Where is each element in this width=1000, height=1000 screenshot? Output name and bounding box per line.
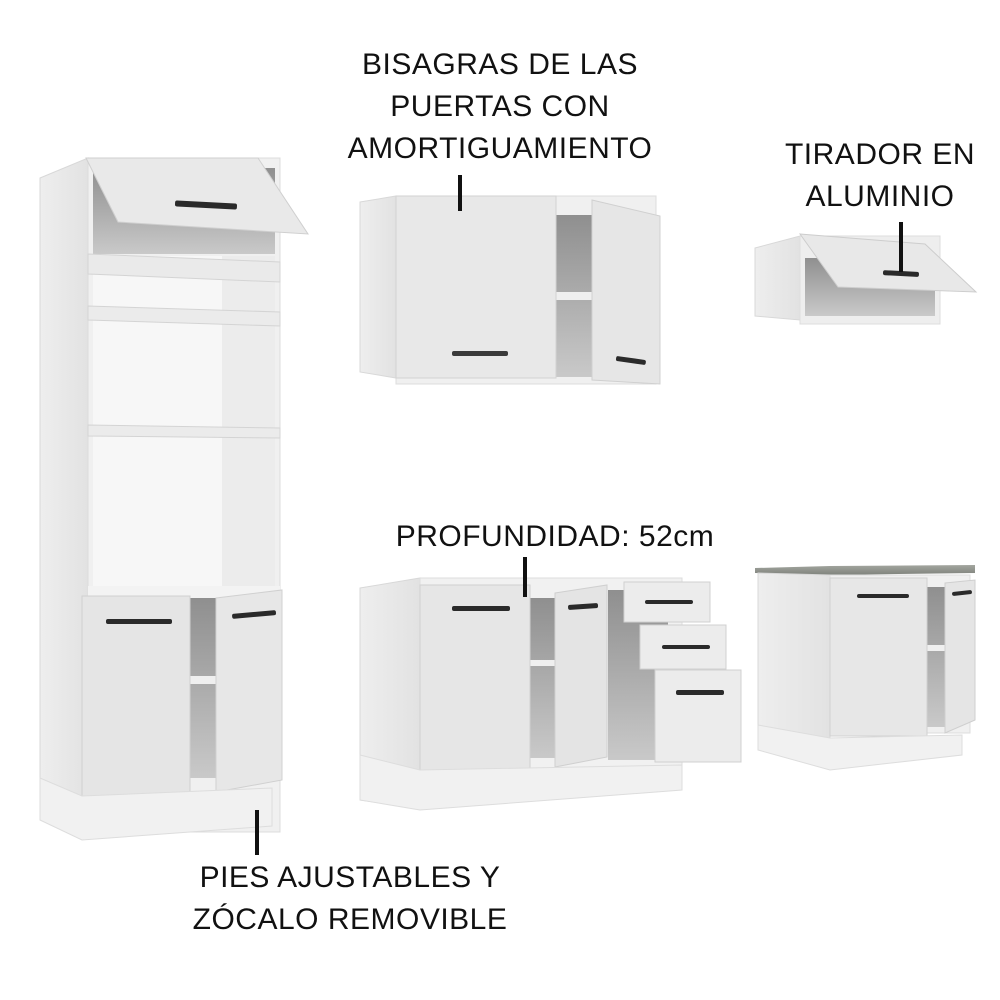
feet-leader-line [255, 810, 259, 855]
depth-callout-line-1: PROFUNDIDAD: 52cm [395, 520, 715, 553]
base-cabinet-doors-drawers [359, 577, 742, 811]
depth-callout-label: PROFUNDIDAD: 52cm [380, 516, 730, 558]
wall-cabinet-two-doors [359, 195, 661, 385]
hinges-leader-line [458, 175, 462, 211]
feet-callout-line-2: ZÓCALO REMOVIBLE [192, 903, 508, 936]
hinges-callout-label: BISAGRAS DE LAS PUERTAS CON AMORTIGUAMIE… [320, 44, 680, 170]
base-cabinet-with-countertop [755, 565, 976, 771]
wall-cabinet-lift-up [754, 233, 978, 325]
handle-callout-line-1: TIRADOR EN [784, 138, 975, 171]
handle-callout-line-2: ALUMINIO [805, 180, 955, 213]
handle-leader-line [899, 222, 903, 272]
feet-callout-line-1: PIES AJUSTABLES Y [199, 861, 501, 894]
tall-tower-cabinet [39, 157, 309, 841]
hinges-callout-line-3: AMORTIGUAMIENTO [347, 132, 653, 165]
depth-leader-line [523, 557, 527, 597]
handle-callout-label: TIRADOR EN ALUMINIO [770, 134, 990, 218]
hinges-callout-line-1: BISAGRAS DE LAS [362, 48, 638, 81]
hinges-callout-line-2: PUERTAS CON [390, 90, 610, 123]
feet-callout-label: PIES AJUSTABLES Y ZÓCALO REMOVIBLE [180, 857, 520, 941]
